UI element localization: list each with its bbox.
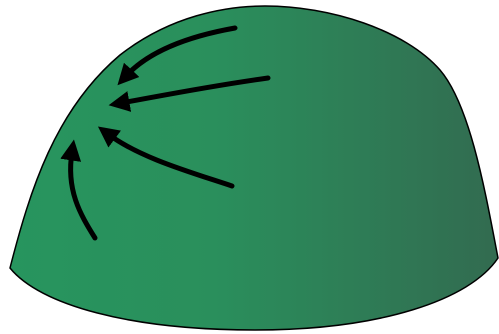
dome-shape: [10, 6, 498, 330]
